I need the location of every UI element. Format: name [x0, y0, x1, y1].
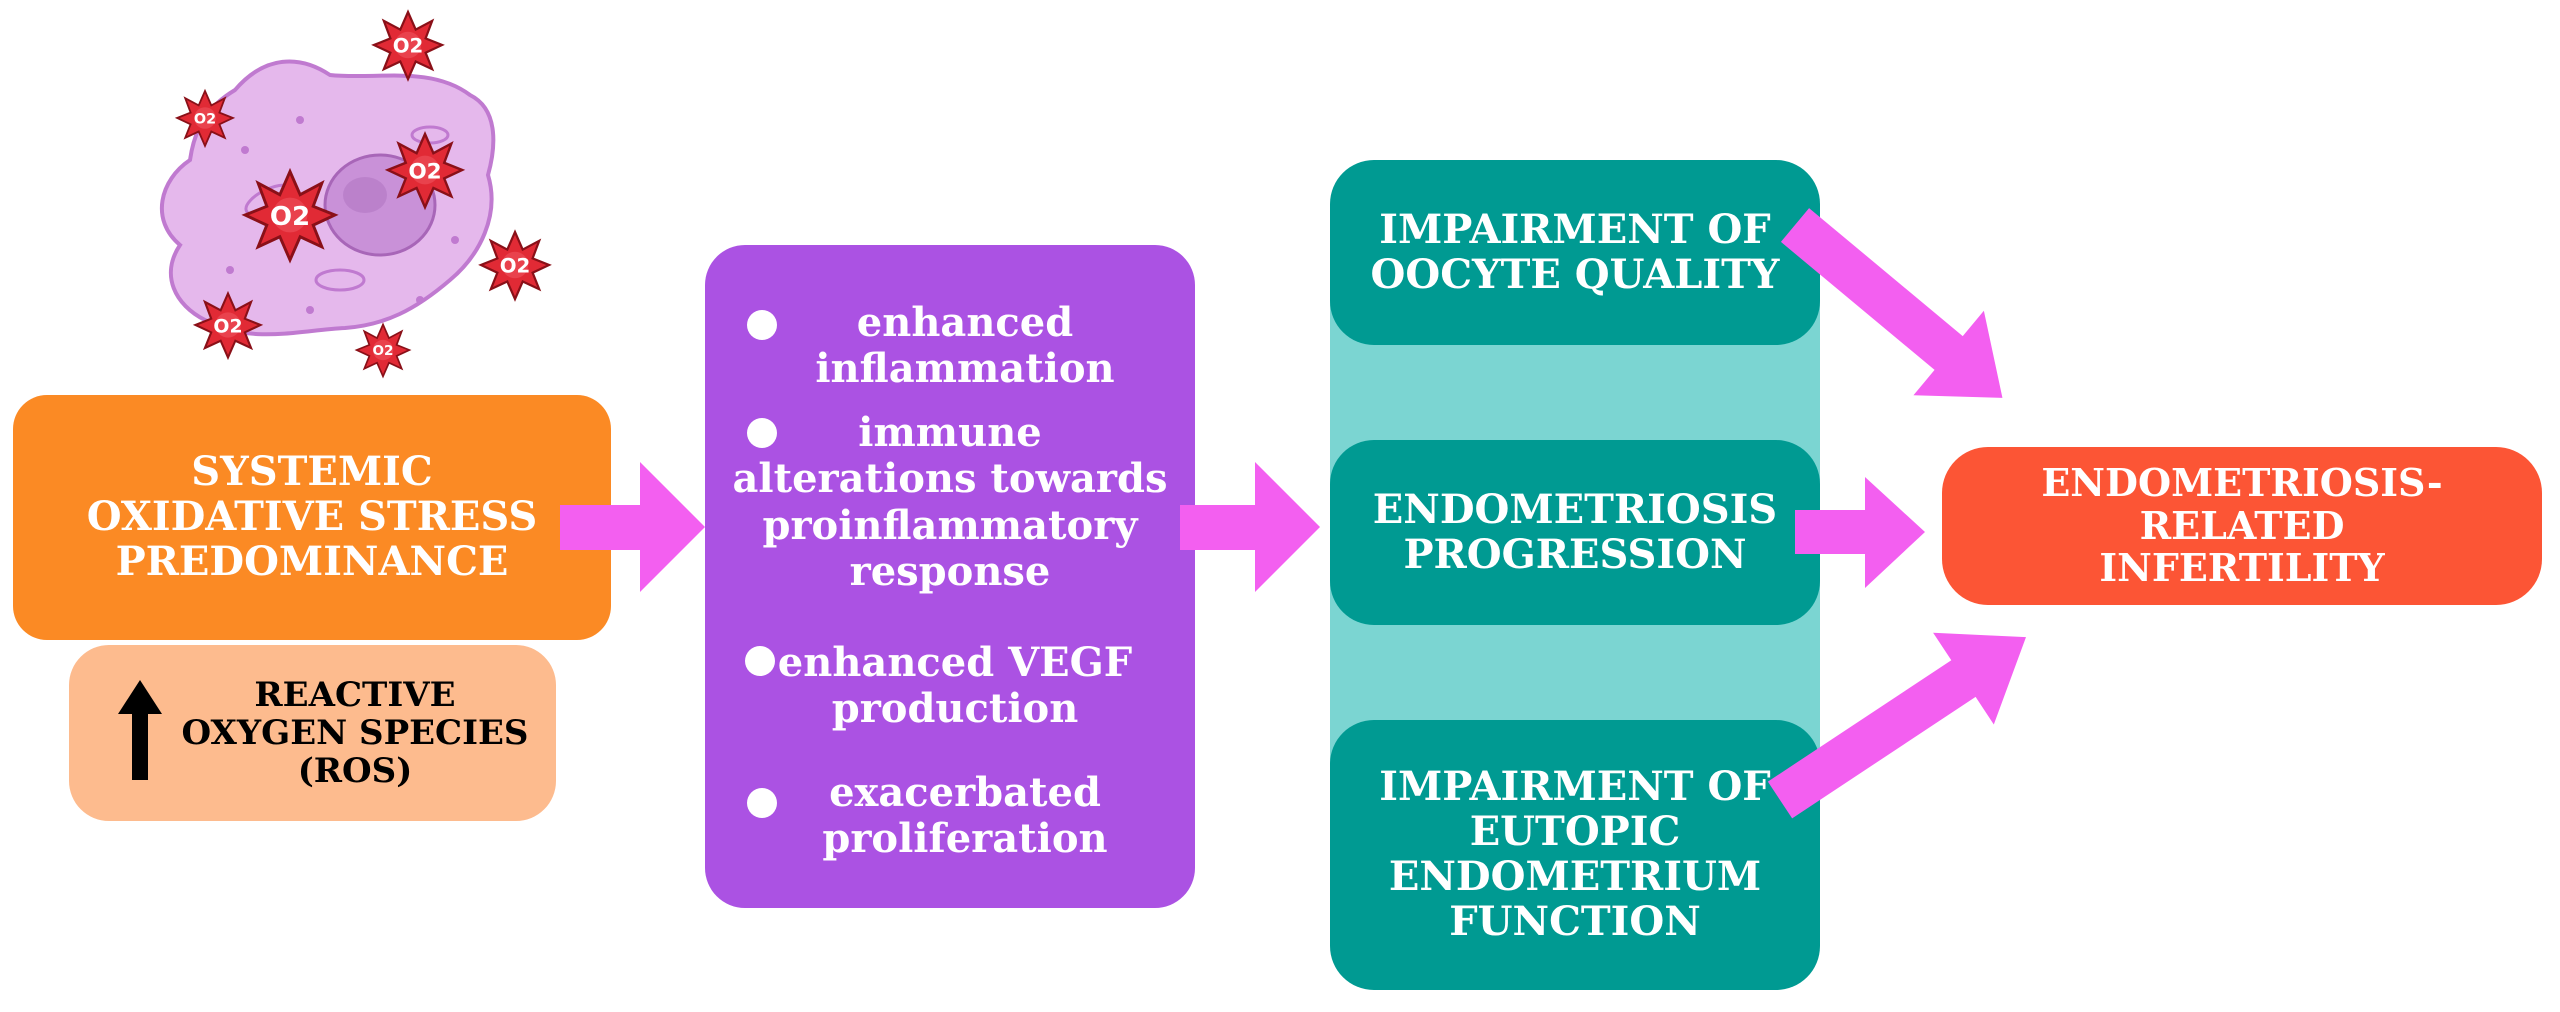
- svg-text:O2: O2: [213, 315, 242, 337]
- stress-line: OXIDATIVE STRESS: [86, 493, 538, 541]
- effect-line: response: [849, 548, 1051, 596]
- ros-cell-icon: O2 O2 O2 O2 O2 O2 O2: [160, 10, 551, 378]
- bullet-icon: [747, 310, 777, 340]
- o2-radical-icon: O2: [194, 292, 262, 359]
- infertility-line: INFERTILITY: [2099, 545, 2385, 591]
- effect-line: proliferation: [822, 815, 1108, 863]
- effect-line: immune: [858, 409, 1042, 456]
- svg-text:O2: O2: [270, 202, 310, 232]
- ros-line: (ROS): [297, 751, 413, 792]
- stress-line: SYSTEMIC: [191, 448, 433, 496]
- o2-radical-icon: O2: [243, 170, 337, 262]
- arrow-right-icon: [1180, 462, 1320, 592]
- effects-box: enhanced inflammation immune alterations…: [705, 245, 1195, 908]
- oocyte-line: IMPAIRMENT OF: [1379, 205, 1771, 253]
- progression-line: ENDOMETRIOSIS: [1372, 485, 1778, 533]
- svg-text:O2: O2: [372, 343, 393, 359]
- oocyte-line: OOCYTE QUALITY: [1370, 250, 1780, 298]
- stress-line: PREDOMINANCE: [115, 537, 509, 585]
- o2-radical-icon: O2: [372, 10, 444, 81]
- ros-line: REACTIVE: [254, 674, 456, 715]
- endometriosis-infertility-box: ENDOMETRIOSIS-RELATED INFERTILITY: [1942, 447, 2542, 605]
- bullet-icon: [747, 418, 777, 448]
- svg-text:O2: O2: [194, 111, 216, 127]
- effect-line: production: [831, 685, 1079, 733]
- eutopic-line: FUNCTION: [1449, 897, 1701, 945]
- svg-text:O2: O2: [500, 255, 531, 278]
- endometriosis-progression-box: ENDOMETRIOSIS PROGRESSION: [1330, 440, 1820, 625]
- effect-line: inflammation: [815, 345, 1115, 393]
- reactive-oxygen-species-box: REACTIVE OXYGEN SPECIES (ROS): [69, 645, 556, 821]
- effect-line: proinflammatory: [762, 501, 1138, 549]
- arrow-diagonal-down-icon: [1780, 208, 2003, 398]
- infertility-line: ENDOMETRIOSIS-RELATED: [2041, 460, 2443, 548]
- effect-line: alterations towards: [732, 455, 1168, 503]
- effect-line: exacerbated: [829, 769, 1101, 816]
- effect-line: enhanced: [856, 299, 1074, 346]
- bullet-icon: [747, 788, 777, 818]
- systemic-oxidative-stress-box: SYSTEMIC OXIDATIVE STRESS PREDOMINANCE: [13, 395, 611, 640]
- progression-line: PROGRESSION: [1403, 530, 1747, 578]
- arrow-up-icon: [118, 680, 162, 780]
- svg-text:O2: O2: [393, 35, 424, 58]
- bullet-icon: [745, 646, 775, 676]
- eutopic-line: ENDOMETRIUM: [1388, 853, 1762, 900]
- o2-radical-icon: O2: [386, 132, 464, 209]
- o2-radical-icon: O2: [176, 90, 234, 147]
- arrow-right-icon: [560, 462, 705, 592]
- arrow-right-icon: [1795, 477, 1925, 588]
- effect-line: enhanced VEGF: [777, 639, 1133, 686]
- eutopic-line: EUTOPIC: [1469, 808, 1681, 856]
- oocyte-quality-box: IMPAIRMENT OF OOCYTE QUALITY: [1330, 160, 1820, 345]
- eutopic-endometrium-box: IMPAIRMENT OF EUTOPIC ENDOMETRIUM FUNCTI…: [1330, 720, 1820, 990]
- svg-text:O2: O2: [408, 159, 441, 184]
- o2-radical-icon: O2: [355, 323, 411, 378]
- ros-line: OXYGEN SPECIES: [181, 712, 529, 753]
- eutopic-line: IMPAIRMENT OF: [1379, 763, 1771, 811]
- arrow-diagonal-up-icon: [1767, 632, 2026, 819]
- o2-radical-icon: O2: [479, 230, 551, 301]
